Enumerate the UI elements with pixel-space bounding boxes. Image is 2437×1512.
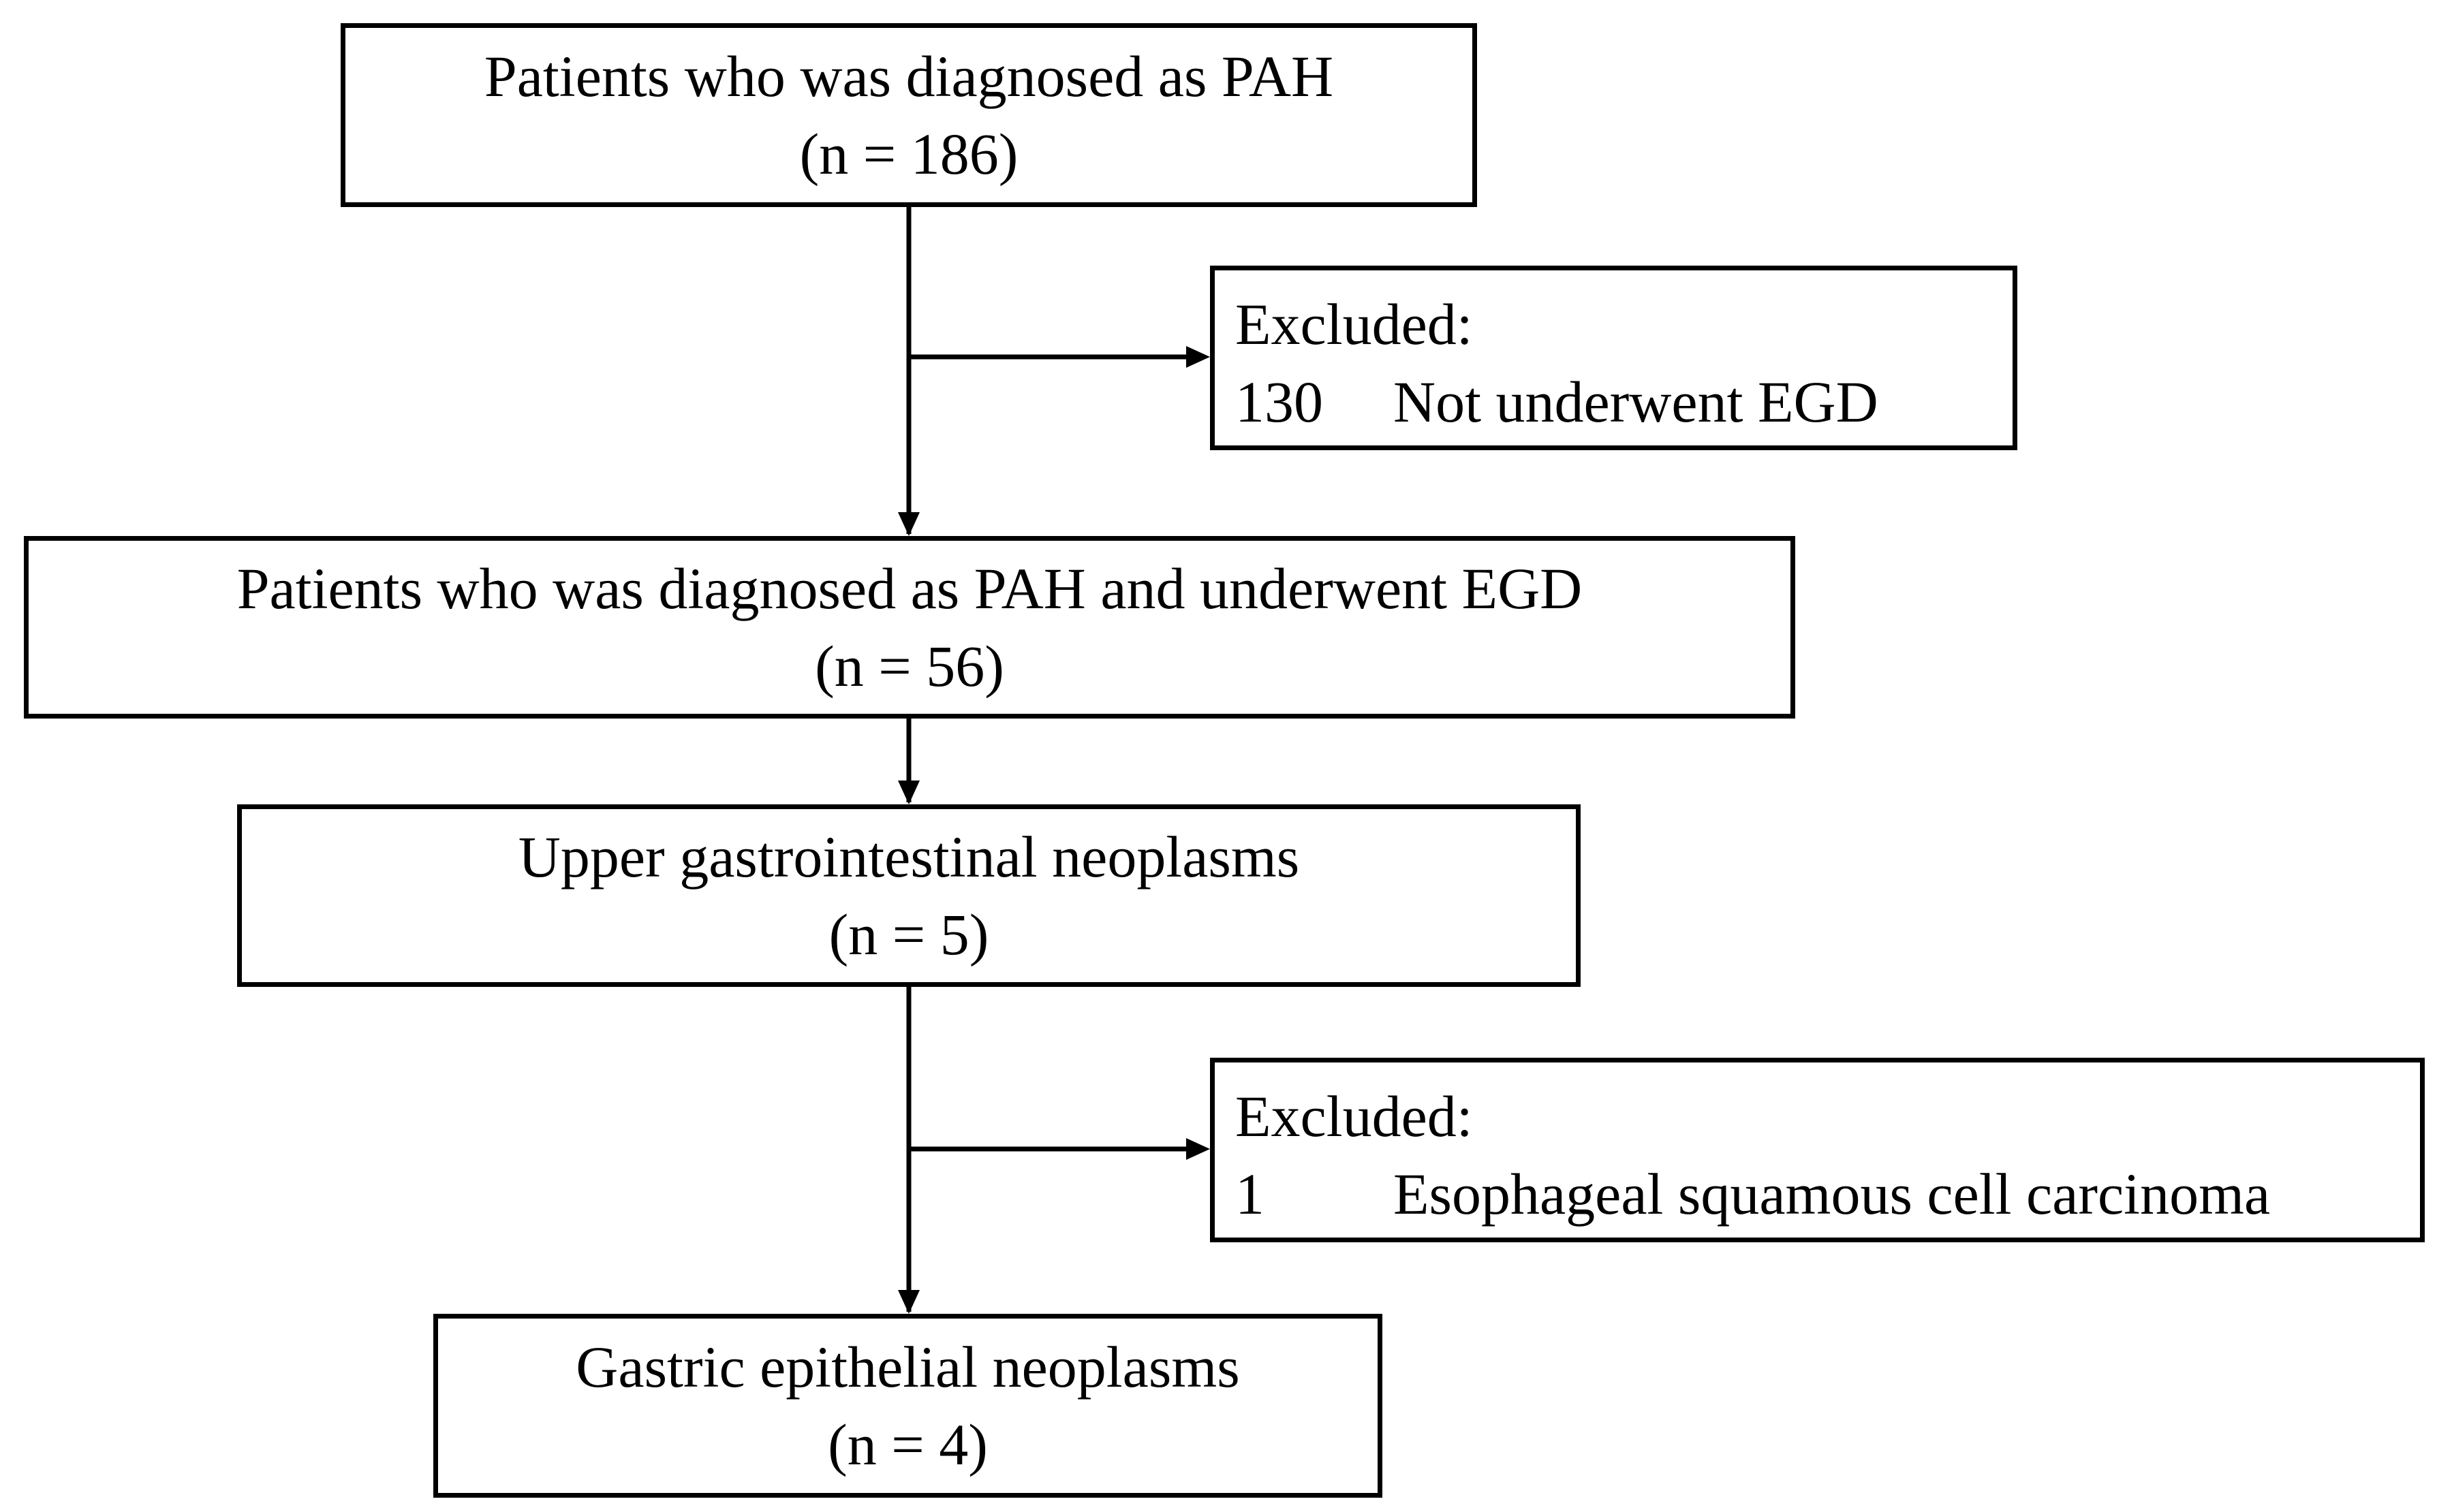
exclusion-not-underwent-egd: Excluded: 130 Not underwent EGD (1210, 266, 2017, 450)
node-count: (n = 5) (828, 902, 989, 967)
node-all-pah-patients: Patients who was diagnosed as PAH (n = 1… (341, 23, 1477, 207)
node-label: Gastric epithelial neoplasms (576, 1334, 1240, 1400)
exclusion-heading: Excluded: (1235, 292, 1473, 357)
node-label: Upper gastrointestinal neoplasms (518, 824, 1300, 889)
node-count: (n = 56) (815, 633, 1004, 699)
arrowhead-all-to-egd (898, 512, 920, 536)
arrowhead-to-excl-no-egd (1186, 346, 1210, 368)
arrowhead-ugi-to-gastric (898, 1290, 920, 1314)
node-label: Patients who was diagnosed as PAH and un… (236, 556, 1583, 621)
exclusion-count: 130 (1235, 369, 1323, 435)
exclusion-reason: Not underwent EGD (1393, 369, 1878, 435)
node-count: (n = 4) (828, 1412, 988, 1477)
exclusion-row: 1 Esophageal squamous cell carcinoma (1235, 1155, 2420, 1233)
exclusion-heading: Excluded: (1235, 1084, 1473, 1149)
exclusion-count: 1 (1235, 1161, 1264, 1227)
exclusion-reason: Esophageal squamous cell carcinoma (1393, 1161, 2271, 1227)
exclusion-row: 130 Not underwent EGD (1235, 363, 2013, 441)
arrowhead-egd-to-ugi (898, 781, 920, 804)
node-pah-underwent-egd: Patients who was diagnosed as PAH and un… (24, 536, 1795, 719)
node-upper-gi-neoplasms: Upper gastrointestinal neoplasms (n = 5) (237, 804, 1581, 987)
node-gastric-epithelial-neoplasms: Gastric epithelial neoplasms (n = 4) (433, 1314, 1382, 1498)
node-count: (n = 186) (799, 121, 1019, 187)
node-label: Patients who was diagnosed as PAH (484, 44, 1334, 109)
arrowhead-to-excl-escc (1186, 1138, 1210, 1160)
exclusion-esophageal-scc: Excluded: 1 Esophageal squamous cell car… (1210, 1058, 2425, 1242)
